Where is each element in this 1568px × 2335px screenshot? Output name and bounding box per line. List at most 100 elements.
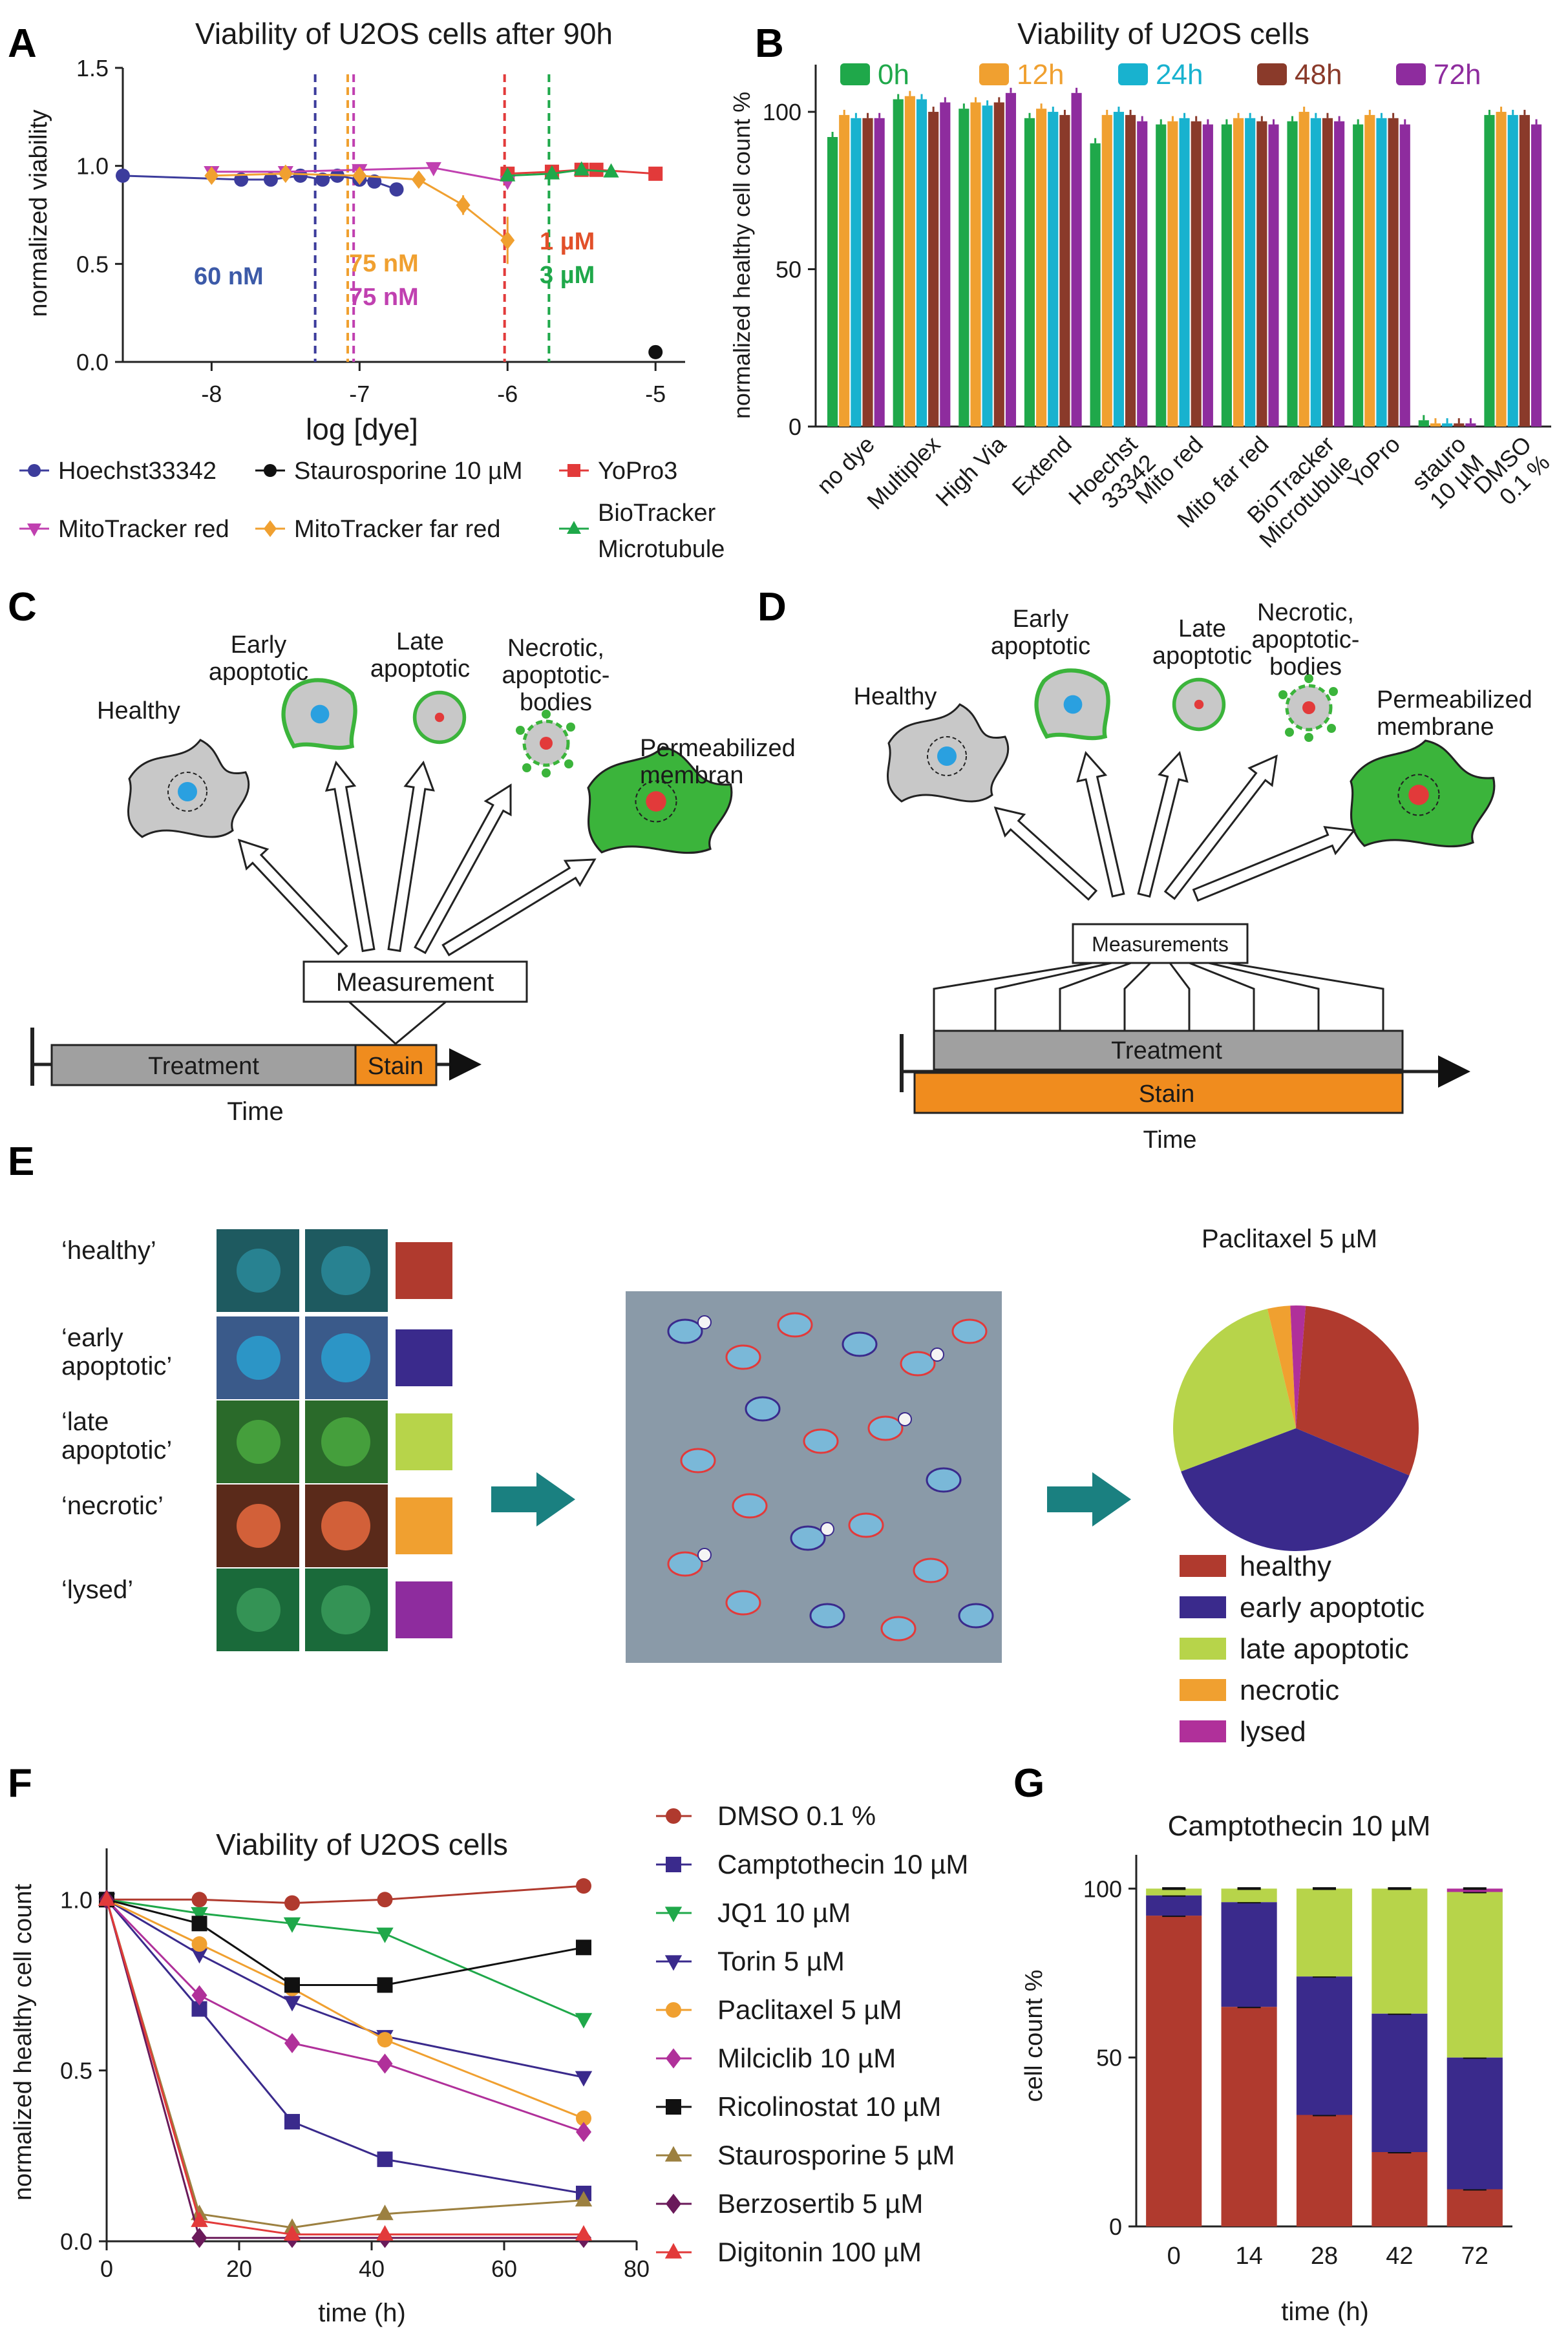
bar (1298, 112, 1309, 427)
x-tick-label: 40 (359, 2256, 385, 2282)
pie-slice (1267, 1305, 1296, 1428)
flow-arrow (491, 1472, 575, 1527)
segmented-cell (803, 1428, 839, 1454)
data-point (284, 1895, 300, 1911)
drop-line (1227, 962, 1384, 1031)
bar (1024, 118, 1035, 427)
data-point (425, 162, 441, 176)
thumb-cell (237, 1504, 281, 1548)
x-tick-label: -7 (349, 381, 370, 407)
bar (1507, 114, 1518, 427)
apoptotic-body (564, 759, 573, 768)
y-tick-label: 0.5 (60, 2058, 92, 2084)
bar (1202, 124, 1213, 427)
bar (1484, 114, 1495, 427)
apoptotic-body (542, 710, 551, 719)
x-tick-label: -5 (645, 381, 666, 407)
segmented-cell (913, 1558, 949, 1583)
x-tick-label: 42 (1386, 2243, 1413, 2270)
data-point (191, 2228, 207, 2248)
threshold-label: 60 nM (194, 263, 264, 290)
threshold-label: 75 nM (349, 284, 419, 311)
time-label: Time (227, 1097, 283, 1126)
nucleus (178, 782, 197, 801)
bar (928, 112, 939, 427)
cell-healthy (127, 739, 250, 838)
legend-label: Staurosporine 5 µM (717, 2140, 955, 2170)
legend-marker (664, 2243, 683, 2259)
state-label: Healthy (97, 697, 180, 724)
legend-marker (666, 2002, 681, 2018)
legend-label: Digitonin 100 µM (717, 2237, 922, 2267)
legend-swatch (979, 63, 1009, 85)
bar (1353, 124, 1364, 427)
data-point (389, 182, 404, 197)
legend-marker (567, 521, 581, 534)
time-label: Time (1143, 1126, 1196, 1154)
chart-b: Viability of U2OS cells050100normalized … (728, 17, 1555, 553)
y-axis-label: normalized viability (25, 109, 52, 317)
threshold-label: 1 µM (540, 228, 595, 255)
y-tick-label: 1.0 (60, 1886, 92, 1913)
segmented-cell (867, 1415, 904, 1441)
x-axis-label: time (h) (318, 2299, 406, 2327)
y-tick-label: 0.0 (76, 349, 109, 375)
chart-title: Viability of U2OS cells after 90h (195, 17, 613, 50)
bar (1125, 114, 1136, 427)
data-point (191, 1916, 207, 1932)
bar-segment (1446, 2057, 1503, 2190)
drop-line (1123, 962, 1152, 1031)
data-point (191, 1936, 207, 1952)
bar (1496, 112, 1507, 427)
legend-label: BioTracker (598, 500, 716, 527)
data-point (376, 1927, 394, 1943)
legend-swatch (1180, 1720, 1226, 1742)
legend-swatch (1257, 63, 1287, 85)
bar (982, 105, 993, 427)
bar (1036, 109, 1047, 427)
bar-segment (1296, 1888, 1353, 1977)
nucleus-ring (927, 736, 967, 776)
bar-segment (1146, 1916, 1202, 2226)
y-tick-label: 50 (1096, 2045, 1122, 2071)
measurement-label: Measurements (1092, 933, 1229, 956)
data-point (204, 166, 219, 185)
apoptotic-body (566, 723, 575, 732)
thumb-cell (237, 1420, 281, 1464)
legend-swatch (1118, 63, 1148, 85)
data-point (589, 162, 604, 177)
data-point (283, 1917, 301, 1933)
legend-marker (666, 1808, 681, 1824)
cell-necrotic (1278, 674, 1338, 742)
data-point (191, 1985, 207, 2005)
nucleus (937, 746, 957, 766)
legend-marker (28, 464, 41, 477)
legend-label: Torin 5 µM (717, 1946, 845, 1976)
x-axis-label: log [dye] (306, 412, 418, 446)
bar (1101, 114, 1112, 427)
class-swatch (396, 1497, 452, 1554)
bar (916, 99, 927, 427)
arrow (324, 760, 376, 953)
nucleus (310, 704, 330, 724)
legend-label: 48h (1295, 59, 1342, 90)
x-tick-label: 0 (100, 2256, 113, 2282)
bar (1465, 423, 1476, 427)
state-label: Necrotic,apoptotic-bodies (502, 635, 610, 716)
series-line (105, 1899, 584, 2229)
bar (1221, 124, 1232, 427)
arrow (387, 760, 435, 953)
bar (1442, 423, 1453, 427)
measurement-box (1072, 923, 1249, 964)
series-line (106, 1898, 584, 2120)
drop-line (933, 962, 1093, 1031)
legend-marker (664, 1907, 683, 1923)
apoptotic-body (1329, 687, 1338, 696)
